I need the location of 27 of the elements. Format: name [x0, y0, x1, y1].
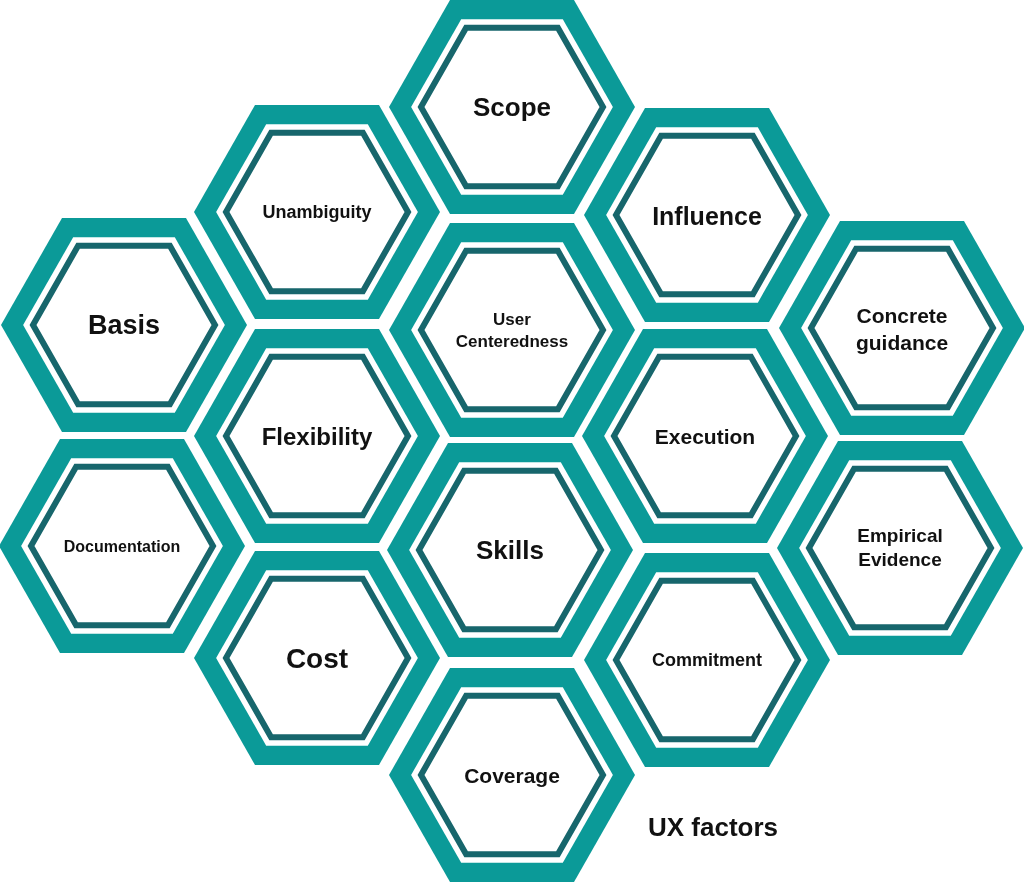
hexagon-tile: [582, 329, 828, 544]
hexagon-tile: [387, 443, 633, 658]
tile-label: Documentation: [63, 536, 181, 557]
tile-label: Coverage: [464, 762, 560, 789]
hexagon-tile: [584, 553, 830, 768]
tile-label: Concrete guidance: [854, 302, 950, 356]
caption: UX factors: [648, 812, 779, 843]
tile-label: User Centeredness: [454, 308, 570, 353]
hexagon-tile: [194, 329, 440, 544]
hexagon-tile: [1, 218, 247, 433]
tile-label: Influence: [652, 200, 762, 232]
hexagon-tile: [584, 108, 830, 323]
tile-label: Cost: [285, 641, 349, 676]
hexagon-tile: [779, 221, 1024, 436]
tile-label: Scope: [473, 90, 551, 124]
tile-label: Execution: [654, 423, 756, 450]
tile-label: Unambiguity: [262, 200, 372, 224]
tile-label: Empirical Evidence: [856, 523, 944, 573]
tile-label: Basis: [87, 308, 161, 342]
hexagon-tile: [389, 668, 635, 882]
tile-label: Flexibility: [261, 421, 373, 452]
hexagon-tile: [194, 551, 440, 766]
hexagon-tile: [777, 441, 1023, 656]
hexagon-tile: [0, 439, 245, 654]
hexagon-tile: [194, 105, 440, 320]
tile-label: Commitment: [652, 648, 762, 672]
tile-label: Skills: [476, 533, 544, 567]
